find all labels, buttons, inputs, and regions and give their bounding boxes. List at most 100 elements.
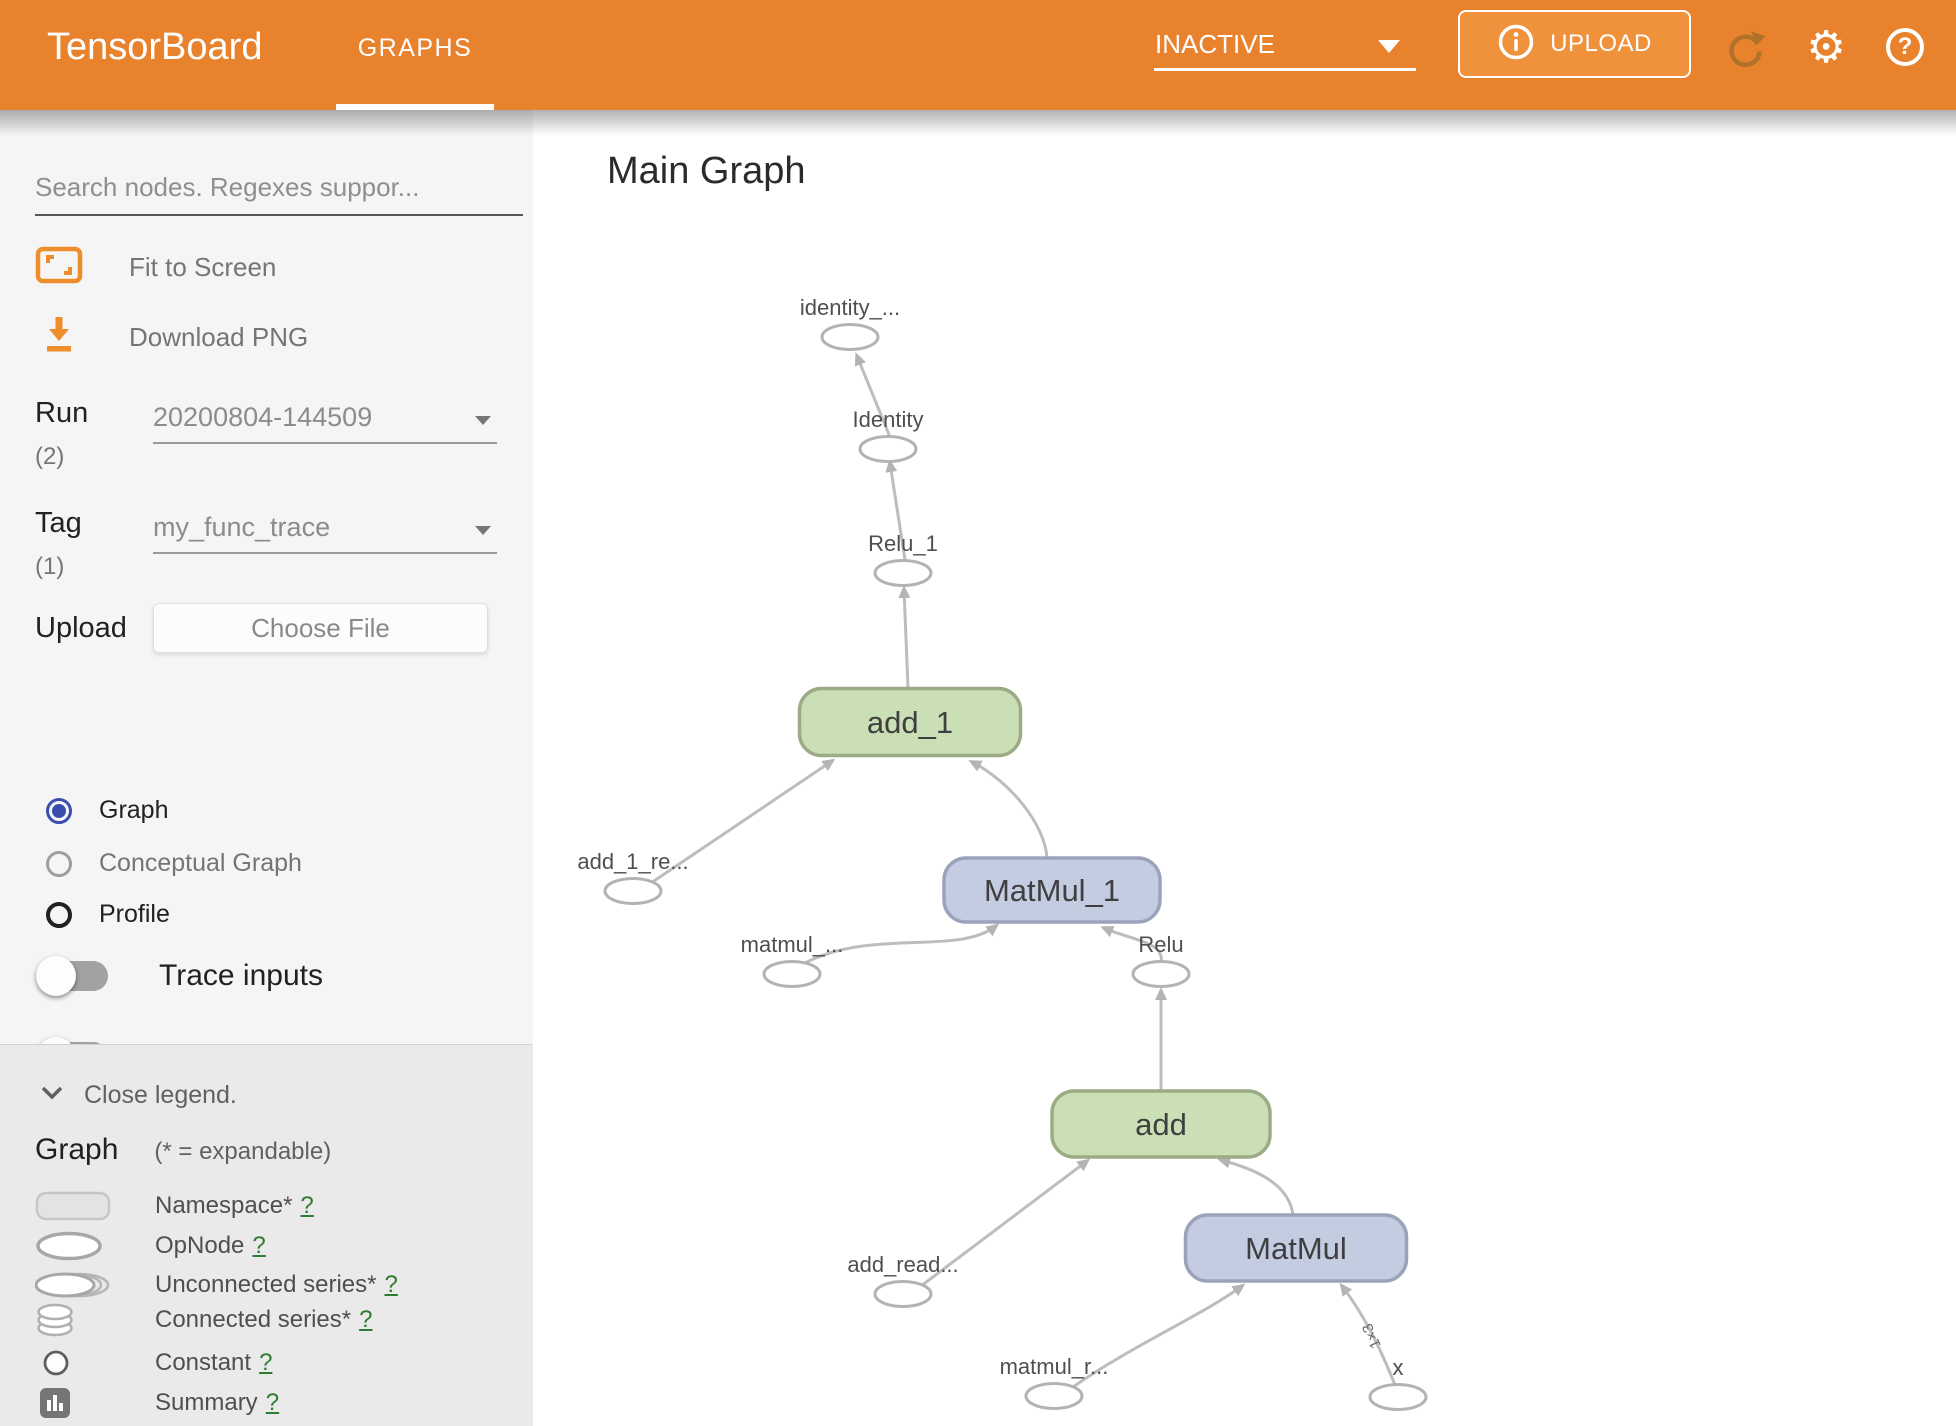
status-dropdown-value: INACTIVE	[1155, 29, 1275, 59]
search-nodes-input[interactable]	[35, 160, 523, 216]
graph-node-x[interactable]	[1368, 1383, 1428, 1411]
gear-icon[interactable]: ⚙	[1806, 22, 1846, 73]
graph-node-label: Identity	[853, 407, 924, 432]
radio-graph[interactable]: Graph	[46, 796, 168, 825]
fit-to-screen-button[interactable]: Fit to Screen	[35, 246, 276, 289]
graph-node-Identity[interactable]	[858, 435, 918, 463]
graph-edge	[1217, 1156, 1295, 1216]
legend-panel: Close legend. Graph (* = expandable) Nam…	[0, 1044, 533, 1426]
trace-inputs-toggle[interactable]: Trace inputs	[36, 956, 323, 996]
graph-edge	[920, 1158, 1091, 1288]
connected-series-icon	[35, 1302, 111, 1338]
upload-button[interactable]: UPLOAD	[1458, 10, 1691, 78]
graph-controls-sidebar: Fit to Screen Download PNG Run (2) 20200…	[0, 110, 533, 1426]
chevron-down-icon	[475, 526, 491, 535]
graph-node-label: matmul_...	[741, 932, 844, 957]
fit-to-screen-icon	[35, 246, 83, 289]
radio-profile[interactable]: Profile	[46, 900, 170, 929]
refresh-icon[interactable]	[1726, 28, 1766, 68]
legend-item-constant: Constant?	[0, 1345, 533, 1381]
graph-edge	[1339, 1282, 1397, 1386]
graph-node-label: matmul_r...	[1000, 1354, 1109, 1379]
legend-item-opnode: OpNode?	[0, 1228, 533, 1264]
graph-node-label: Relu	[1138, 932, 1183, 957]
legend-label: OpNode	[155, 1232, 245, 1259]
graph-node-label: MatMul_1	[984, 873, 1120, 908]
radio-graph-label: Graph	[99, 796, 169, 824]
legend-item-connected-series: Connected series*?	[0, 1302, 533, 1338]
graph-node-label: add_1_re...	[577, 849, 688, 874]
opnode-icon	[35, 1228, 111, 1264]
legend-heading-note: (* = expandable)	[154, 1138, 332, 1165]
legend-label: Summary	[155, 1389, 258, 1416]
summary-icon	[35, 1385, 111, 1421]
graph-node-MatMul_1[interactable]	[942, 856, 1162, 924]
radio-conceptual-graph[interactable]: Conceptual Graph	[46, 849, 302, 878]
graph-node-label: add_read...	[847, 1252, 958, 1277]
legend-item-namespace: Namespace*?	[0, 1188, 533, 1224]
namespace-icon	[35, 1188, 111, 1224]
graph-node-matmul_read[interactable]	[1024, 1382, 1084, 1410]
graph-node-Relu_1[interactable]	[873, 559, 933, 587]
graph-node-label: add	[1135, 1107, 1187, 1142]
legend-item-unconnected-series: Unconnected series*?	[0, 1267, 533, 1303]
legend-label: Unconnected series*	[155, 1271, 377, 1298]
help-link[interactable]: ?	[384, 1271, 398, 1298]
status-dropdown[interactable]: INACTIVE	[1154, 0, 1416, 110]
graph-node-label: x	[1393, 1355, 1404, 1380]
help-link[interactable]: ?	[259, 1349, 273, 1376]
graph-edge	[1100, 926, 1163, 963]
help-link[interactable]: ?	[252, 1232, 266, 1259]
download-icon	[35, 314, 83, 361]
tab-graphs-label: GRAPHS	[357, 34, 473, 62]
graph-node-MatMul[interactable]	[1183, 1213, 1409, 1283]
run-dropdown[interactable]: 20200804-144509	[153, 400, 497, 444]
tab-active-underline	[336, 104, 494, 110]
graph-node-Relu[interactable]	[1131, 960, 1191, 988]
tag-label: Tag	[35, 507, 82, 539]
radio-profile-label: Profile	[99, 900, 170, 928]
upload-section-label: Upload	[35, 612, 127, 644]
app-header: TensorBoard GRAPHS INACTIVE UPLOAD ⚙ ?	[0, 0, 1956, 110]
download-png-button[interactable]: Download PNG	[35, 314, 308, 361]
graph-node-add[interactable]	[1050, 1089, 1272, 1159]
choose-file-button[interactable]: Choose File	[153, 603, 488, 653]
trace-inputs-label: Trace inputs	[159, 959, 323, 992]
tag-dropdown[interactable]: my_func_trace	[153, 510, 497, 554]
graph-node-add_read[interactable]	[873, 1280, 933, 1308]
edge-shape-label: 1×3	[1359, 1321, 1385, 1351]
chevron-down-icon	[40, 1086, 64, 1105]
graph-node-label: MatMul	[1245, 1231, 1347, 1266]
close-legend-button[interactable]: Close legend.	[40, 1081, 237, 1110]
graph-node-identity_out[interactable]	[820, 323, 880, 351]
unconnected-series-icon	[35, 1267, 111, 1303]
radio-unselected-icon	[46, 850, 72, 877]
graph-node-matmul_1_read[interactable]	[762, 960, 822, 988]
app-logo: TensorBoard	[47, 26, 263, 68]
graph-edge	[885, 459, 907, 561]
close-legend-label: Close legend.	[84, 1081, 237, 1109]
toggle-off-icon	[36, 956, 108, 996]
help-icon[interactable]: ?	[1886, 28, 1924, 66]
upload-button-label: UPLOAD	[1550, 30, 1652, 57]
help-link[interactable]: ?	[265, 1389, 280, 1416]
graph-edge	[804, 923, 1000, 965]
run-dropdown-value: 20200804-144509	[153, 402, 373, 432]
graph-node-label: identity_...	[800, 295, 900, 320]
main-graph-title: Main Graph	[607, 150, 806, 192]
constant-icon	[35, 1345, 111, 1381]
computation-graph-canvas[interactable]: 1×3identity_...IdentityRelu_1add_1add_1_…	[533, 110, 1956, 1426]
legend-label: Connected series*	[155, 1306, 352, 1333]
help-link[interactable]: ?	[300, 1192, 314, 1219]
help-link[interactable]: ?	[359, 1306, 373, 1333]
radio-unselected-icon	[46, 901, 72, 928]
graph-node-add_1_read[interactable]	[603, 877, 663, 905]
graph-edge	[898, 585, 911, 689]
status-dropdown-underline	[1154, 68, 1416, 71]
graph-edge	[650, 758, 836, 885]
graph-edge	[1072, 1283, 1246, 1389]
graph-node-add_1[interactable]	[797, 686, 1023, 758]
run-label: Run	[35, 397, 89, 429]
tab-graphs[interactable]: GRAPHS	[336, 0, 494, 110]
